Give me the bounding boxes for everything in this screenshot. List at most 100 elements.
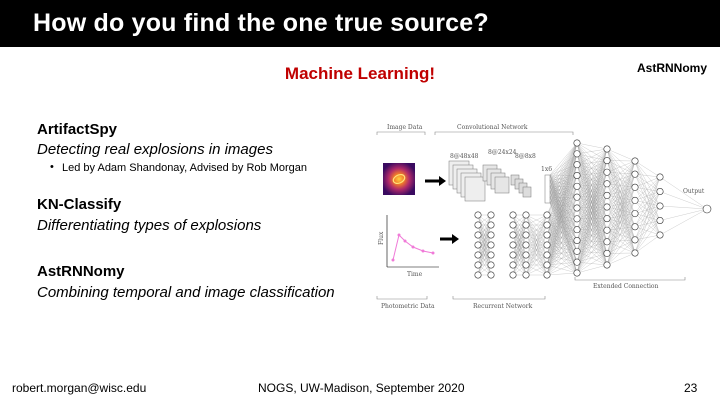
footer-event: NOGS, UW-Madison, September 2020	[258, 381, 465, 395]
network-node	[573, 171, 581, 179]
label-dim-1: 8@48x48	[450, 153, 479, 160]
network-node	[603, 168, 611, 176]
network-node	[487, 271, 495, 279]
network-node	[543, 251, 551, 259]
network-node	[573, 161, 581, 169]
network-node	[522, 241, 530, 249]
label-dim-4: 1x6	[541, 166, 552, 173]
network-node	[573, 139, 581, 147]
network-node	[656, 231, 664, 239]
light-curve-plot: Flux Time	[378, 215, 439, 278]
conv-layer-1	[448, 160, 486, 202]
item-heading-astrnnomy: AstRNNomy	[37, 263, 125, 280]
network-node	[573, 269, 581, 277]
network-node	[543, 221, 551, 229]
network-node	[573, 150, 581, 158]
network-node	[631, 249, 639, 257]
network-node	[509, 241, 517, 249]
network-node	[603, 180, 611, 188]
network-node	[603, 191, 611, 199]
network-node	[487, 241, 495, 249]
conv-layer-3	[510, 174, 532, 198]
network-node	[656, 188, 664, 196]
network-node	[522, 211, 530, 219]
network-node	[603, 249, 611, 257]
bracket-conv-network	[434, 131, 574, 135]
network-node	[702, 204, 712, 214]
network-node	[509, 261, 517, 269]
network-node	[543, 241, 551, 249]
dense-1x6	[544, 174, 551, 204]
network-node	[543, 271, 551, 279]
label-image-data: Image Data	[387, 124, 423, 131]
network-node	[573, 204, 581, 212]
network-node	[603, 215, 611, 223]
network-node	[573, 237, 581, 245]
item-description-artifactspy: Detecting real explosions in images	[37, 141, 273, 158]
network-node	[603, 238, 611, 246]
footer-email: robert.morgan@wisc.edu	[12, 381, 147, 395]
label-conv-network: Convolutional Network	[457, 124, 528, 131]
network-architecture-diagram: Image Data Convolutional Network 8@48x48…	[376, 124, 712, 310]
bracket-photometric	[376, 296, 428, 300]
label-recurrent: Recurrent Network	[473, 303, 533, 310]
network-node	[573, 247, 581, 255]
network-node	[603, 157, 611, 165]
item-description-kn-classify: Differentiating types of explosions	[37, 217, 262, 234]
network-node	[487, 231, 495, 239]
network-node	[573, 258, 581, 266]
network-node	[543, 261, 551, 269]
network-node	[509, 221, 517, 229]
network-node	[631, 183, 639, 191]
network-node	[474, 271, 482, 279]
label-time: Time	[407, 271, 423, 278]
galaxy-image-icon	[383, 163, 415, 195]
network-node	[509, 251, 517, 259]
network-node	[522, 251, 530, 259]
item-description-astrnnomy: Combining temporal and image classificat…	[37, 284, 335, 301]
bracket-image-data	[376, 131, 426, 135]
network-node	[474, 251, 482, 259]
network-node	[631, 170, 639, 178]
item-heading-kn-classify: KN-Classify	[37, 196, 122, 213]
network-node	[573, 193, 581, 201]
network-node	[603, 203, 611, 211]
network-node	[474, 231, 482, 239]
network-node	[573, 215, 581, 223]
network-node	[522, 221, 530, 229]
conv-layer-2	[482, 164, 510, 194]
label-extended: Extended Connection	[593, 283, 659, 290]
network-node	[509, 211, 517, 219]
item-bullet-artifactspy: Led by Adam Shandonay, Advised by Rob Mo…	[50, 161, 307, 174]
network-node	[631, 236, 639, 244]
network-node	[487, 211, 495, 219]
corner-label: AstRNNomy	[636, 61, 707, 75]
bracket-extended	[574, 277, 686, 281]
label-dim-2: 8@24x24	[488, 149, 517, 156]
network-node	[487, 251, 495, 259]
network-node	[509, 271, 517, 279]
network-node	[603, 261, 611, 269]
item-heading-artifactspy: ArtifactSpy	[37, 121, 118, 138]
network-node	[522, 231, 530, 239]
network-node	[474, 261, 482, 269]
slide-title: How do you find the one true source?	[33, 9, 489, 37]
network-node	[631, 223, 639, 231]
label-dim-3: 8@8x8	[515, 153, 536, 160]
network-node	[474, 221, 482, 229]
network-node	[656, 202, 664, 210]
network-node	[656, 217, 664, 225]
network-node	[474, 211, 482, 219]
network-node	[573, 182, 581, 190]
footer-page-number: 23	[684, 381, 698, 395]
network-node	[522, 261, 530, 269]
network-node	[543, 231, 551, 239]
bracket-recurrent	[452, 296, 546, 300]
network-node	[631, 210, 639, 218]
label-output: Output	[683, 188, 705, 195]
network-node	[509, 231, 517, 239]
network-node	[573, 226, 581, 234]
network-node	[487, 221, 495, 229]
label-flux: Flux	[378, 231, 385, 245]
network-node	[631, 196, 639, 204]
